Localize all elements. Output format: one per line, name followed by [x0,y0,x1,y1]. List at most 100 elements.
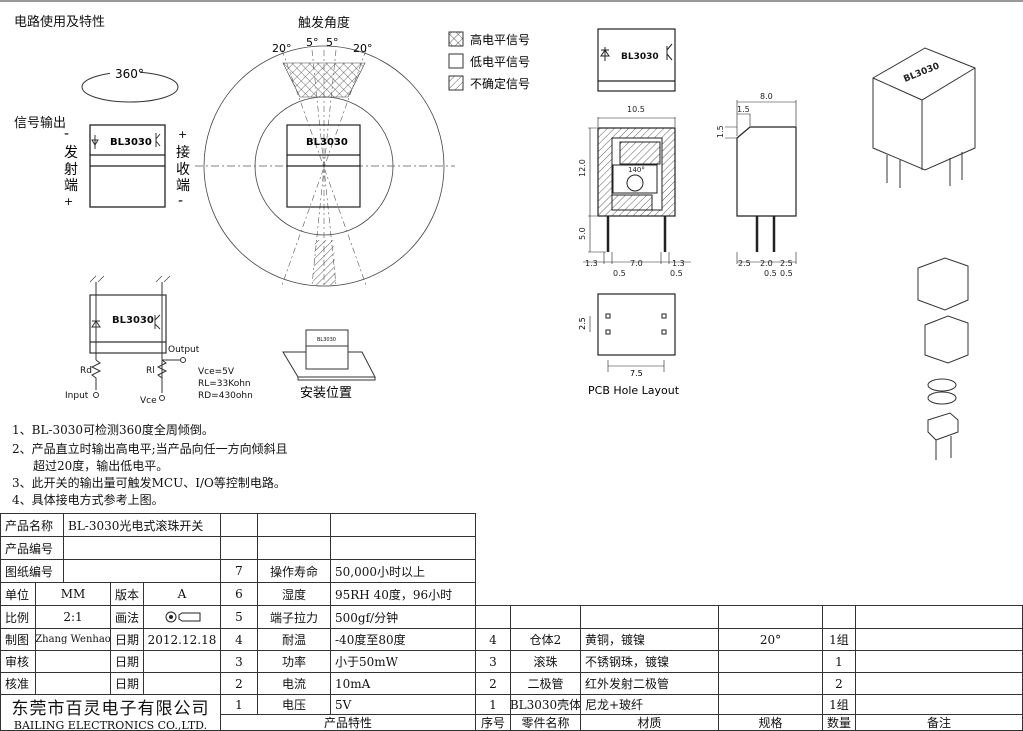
empty-cell [257,536,331,560]
version: A [143,582,221,606]
projection-symbol-icon [143,605,221,629]
svg-text:7.5: 7.5 [630,369,643,378]
cell-remark [855,694,1023,715]
note-1: 1、BL-3030可检测360度全周倾倒。 [12,423,214,437]
cell-qty: 1 [822,650,856,673]
top-view: BL3030 [597,28,676,92]
rotation-ellipse: 360° [81,66,179,103]
cell-value: 10mA [330,672,476,695]
svg-text:360°: 360° [115,67,144,81]
iso-view: BL3030 [872,47,976,188]
note-2-cont: 超过20度，输出低电平。 [33,459,169,473]
cell-remark [855,650,1023,673]
svg-text:Vce=5V: Vce=5V [198,367,235,377]
label: 核准 [0,672,36,695]
svg-text:射: 射 [64,162,78,178]
svg-text:低电平信号: 低电平信号 [470,55,530,69]
label: 版本 [110,582,144,606]
svg-text:2.5: 2.5 [738,259,751,268]
label: 画法 [110,605,144,629]
cell-value: -40度至80度 [330,628,476,651]
label: 产品名称 [0,513,64,537]
svg-text:RD=430ohn: RD=430ohn [198,391,253,401]
svg-text:5°: 5° [326,36,339,49]
svg-text:20°: 20° [272,42,292,55]
empty-cell [330,513,476,537]
svg-text:Vce: Vce [140,396,157,406]
svg-text:1.5: 1.5 [716,125,725,138]
cell-qty: 2 [822,672,856,695]
svg-text:-: - [178,193,183,209]
svg-text:0.5: 0.5 [670,269,683,278]
note-3: 3、此开关的输出量可触发MCU、I/O等控制电路。 [12,476,286,490]
section-title: 电路使用及特性 [14,15,106,30]
svg-text:Rd: Rd [80,366,92,376]
svg-text:2.5: 2.5 [780,259,793,268]
pcb-label: PCB Hole Layout [588,384,680,397]
cell-material: 黄铜，镀镍 [580,628,719,651]
cell-name: 电流 [257,672,331,695]
svg-text:5.0: 5.0 [578,227,587,240]
cell-spec [718,672,823,695]
company-cn: 东莞市百灵电子有限公司 [11,698,210,719]
svg-text:RL=33Kohn: RL=33Kohn [198,379,251,389]
signal-output-label: 信号输出 [14,116,67,131]
review-date [143,650,221,673]
svg-text:收: 收 [176,162,190,178]
svg-text:5°: 5° [306,36,319,49]
header-remark: 备注 [855,714,1023,731]
svg-text:+: + [64,195,73,208]
svg-text:Rl: Rl [146,366,155,376]
svg-text:1.5: 1.5 [737,105,750,114]
cell-name: 功率 [257,650,331,673]
exploded-view [917,257,969,460]
cell-value: 5V [330,694,476,715]
side-view [725,100,797,264]
svg-text:Output: Output [168,345,200,355]
label: 审核 [0,650,36,673]
cell-no: 5 [220,605,258,629]
cell-name: 湿度 [257,582,331,606]
header-spec: 规格 [718,714,823,731]
svg-text:10.5: 10.5 [627,105,645,114]
cell-remark [855,628,1023,651]
cell-material: 尼龙+玻纤 [580,694,719,715]
empty-cell [822,605,856,629]
label: 日期 [110,672,144,695]
svg-text:0.5: 0.5 [764,269,777,278]
mount-label: 安装位置 [300,386,352,401]
drawn-by: Zhang Wenhao [35,628,111,651]
svg-text:端: 端 [64,178,78,194]
product-name: BL-3030光电式滚珠开关 [63,513,221,537]
cell-no: 2 [475,672,511,695]
label: 日期 [110,650,144,673]
legend: 高电平信号 低电平信号 不确定信号 [448,31,530,91]
label: 制图 [0,628,36,651]
cell-value: 95RH 40度，96小时 [330,582,476,606]
reviewer [35,650,111,673]
cell-material: 红外发射二极管 [580,672,719,695]
cell-no: 1 [475,694,511,715]
cell-spec [718,650,823,673]
transistor-icon [155,133,161,147]
empty-cell [220,513,258,537]
diode-icon [91,135,99,149]
svg-text:7.0: 7.0 [630,259,643,268]
header-name: 零件名称 [510,714,581,731]
characteristics-header: 产品特性 [220,714,476,731]
cell-no: 3 [220,650,258,673]
cell-name: 端子拉力 [257,605,331,629]
svg-text:1.3: 1.3 [585,259,598,268]
cell-qty: 1组 [822,694,856,715]
cell-name: BL3030壳体 [510,694,581,715]
sensor-front-view: BL3030 [89,124,166,208]
empty-cell [257,513,331,537]
empty-cell [510,605,581,629]
cell-spec: 20° [718,628,823,651]
section-view [583,117,691,264]
svg-text:2.5: 2.5 [578,317,587,330]
label: 图纸编号 [0,559,64,583]
cell-material: 不锈钢珠，镀镍 [580,650,719,673]
label: 单位 [0,582,36,606]
circuit-diagram [89,275,186,401]
